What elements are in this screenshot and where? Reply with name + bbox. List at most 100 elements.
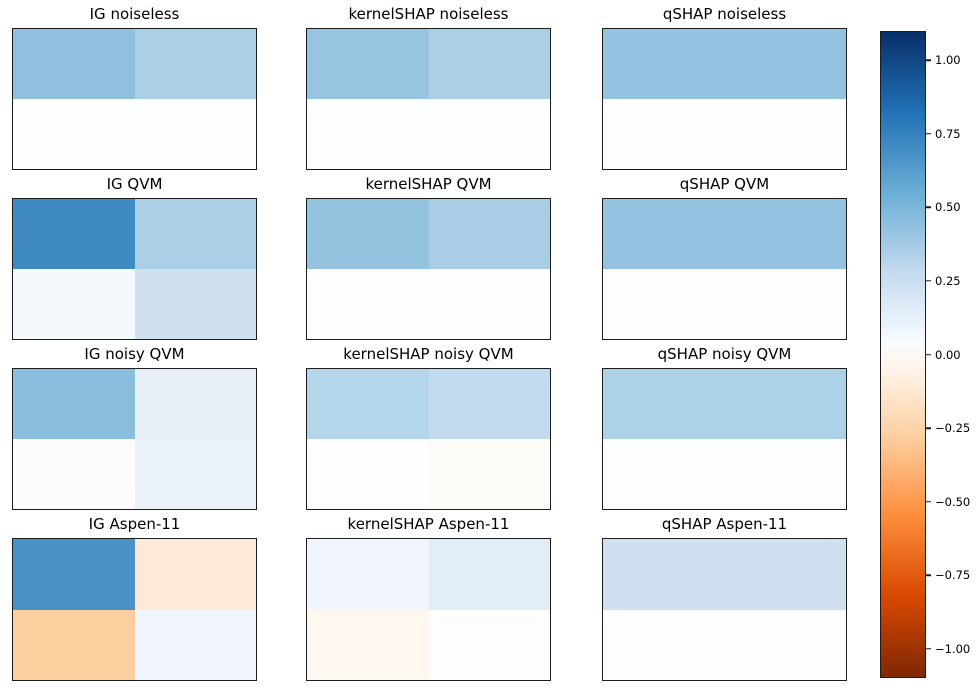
heatmap-panel-ig-qvm: IG QVM: [12, 173, 257, 340]
heatmap-cell: [428, 439, 550, 509]
colorbar-gradient: [880, 31, 926, 678]
heatmap-panel-kernelshap-aspen-11: kernelSHAP Aspen-11: [306, 513, 551, 681]
heatmap-panel-ig-noiseless: IG noiseless: [12, 3, 257, 170]
heatmap-panel-ig-aspen-11: IG Aspen-11: [12, 513, 257, 681]
heatmap-cell: [428, 29, 550, 99]
panel-title: IG Aspen-11: [88, 515, 181, 533]
heatmap-cell: [603, 29, 725, 99]
panel-title: IG noiseless: [89, 5, 180, 23]
heatmap-cell: [307, 439, 429, 509]
heatmap: [602, 198, 847, 340]
heatmap: [12, 368, 257, 510]
heatmap-panel-qshap-noisy-qvm: qSHAP noisy QVM: [602, 343, 847, 510]
heatmap-cell: [13, 99, 135, 169]
heatmap-panel-qshap-aspen-11: qSHAP Aspen-11: [602, 513, 847, 681]
heatmap-cell: [134, 99, 256, 169]
heatmap-cell: [134, 369, 256, 439]
heatmap: [306, 28, 551, 170]
colorbar-tick-label: 0.75: [935, 126, 961, 141]
heatmap-cell: [307, 29, 429, 99]
heatmap: [602, 368, 847, 510]
colorbar-tick-label: 0.00: [935, 347, 961, 362]
heatmap: [306, 198, 551, 340]
colorbar-tick-mark: [926, 574, 931, 576]
heatmap-cell: [724, 439, 846, 509]
heatmap-cell: [428, 199, 550, 269]
colorbar-tick-mark: [926, 353, 931, 356]
colorbar-tick-label: −0.50: [935, 494, 971, 509]
heatmap-cell: [134, 539, 256, 610]
colorbar-tick-mark: [926, 59, 931, 62]
panel-title: qSHAP noisy QVM: [657, 345, 792, 363]
heatmap-cell: [307, 269, 429, 339]
heatmap-cell: [13, 269, 135, 339]
heatmap-cell: [724, 609, 846, 680]
panel-title: kernelSHAP Aspen-11: [347, 515, 510, 533]
heatmap-cell: [428, 369, 550, 439]
colorbar-tick-mark: [926, 647, 931, 650]
heatmap: [602, 28, 847, 170]
heatmap-cell: [603, 439, 725, 509]
heatmap: [12, 198, 257, 340]
heatmap-cell: [13, 539, 135, 610]
colorbar-tick-mark: [926, 500, 931, 503]
heatmap-cell: [428, 609, 550, 680]
colorbar-tick-mark: [926, 206, 931, 209]
colorbar-tick-label: −1.00: [935, 641, 971, 656]
colorbar-tick-label: 0.50: [935, 200, 961, 215]
heatmap-cell: [13, 439, 135, 509]
heatmap-cell: [134, 269, 256, 339]
heatmap-cell: [724, 199, 846, 269]
heatmap: [306, 368, 551, 510]
heatmap-cell: [13, 199, 135, 269]
heatmap-cell: [724, 269, 846, 339]
panel-title: qSHAP noiseless: [662, 5, 787, 23]
heatmap-cell: [603, 199, 725, 269]
heatmap-cell: [13, 29, 135, 99]
heatmap-panel-kernelshap-noisy-qvm: kernelSHAP noisy QVM: [306, 343, 551, 510]
heatmap-cell: [307, 539, 429, 610]
heatmap-cell: [134, 609, 256, 680]
colorbar-tick-mark: [926, 427, 931, 429]
colorbar-tick-label: 1.00: [935, 53, 961, 68]
heatmap: [306, 538, 551, 681]
panel-title: kernelSHAP QVM: [365, 175, 492, 193]
heatmap-cell: [724, 539, 846, 610]
heatmap-cell: [307, 199, 429, 269]
heatmap-cell: [134, 199, 256, 269]
heatmap-panel-qshap-noiseless: qSHAP noiseless: [602, 3, 847, 170]
heatmap-panel-kernelshap-qvm: kernelSHAP QVM: [306, 173, 551, 340]
heatmap-cell: [134, 439, 256, 509]
heatmap-cell: [428, 99, 550, 169]
heatmap-panel-ig-noisy-qvm: IG noisy QVM: [12, 343, 257, 510]
heatmap-cell: [603, 539, 725, 610]
panel-title: IG QVM: [106, 175, 163, 193]
colorbar-tick-label: 0.25: [935, 273, 961, 288]
heatmap-cell: [307, 369, 429, 439]
colorbar-tick-mark: [926, 133, 931, 135]
heatmap-cell: [307, 99, 429, 169]
heatmap-cell: [428, 539, 550, 610]
panel-title: kernelSHAP noisy QVM: [343, 345, 514, 363]
panel-title: qSHAP QVM: [679, 175, 770, 193]
heatmap-cell: [13, 369, 135, 439]
heatmap-cell: [134, 29, 256, 99]
panel-title: kernelSHAP noiseless: [348, 5, 509, 23]
heatmap: [12, 28, 257, 170]
heatmap-panel-kernelshap-noiseless: kernelSHAP noiseless: [306, 3, 551, 170]
heatmap-cell: [428, 269, 550, 339]
heatmap-panel-qshap-qvm: qSHAP QVM: [602, 173, 847, 340]
panel-title: IG noisy QVM: [84, 345, 185, 363]
heatmap-cell: [603, 369, 725, 439]
heatmap-cell: [724, 29, 846, 99]
heatmap-cell: [724, 99, 846, 169]
panel-title: qSHAP Aspen-11: [661, 515, 788, 533]
heatmap: [602, 538, 847, 681]
heatmap-cell: [603, 99, 725, 169]
heatmap: [12, 538, 257, 681]
colorbar-tick-label: −0.75: [935, 568, 971, 583]
heatmap-cell: [307, 609, 429, 680]
